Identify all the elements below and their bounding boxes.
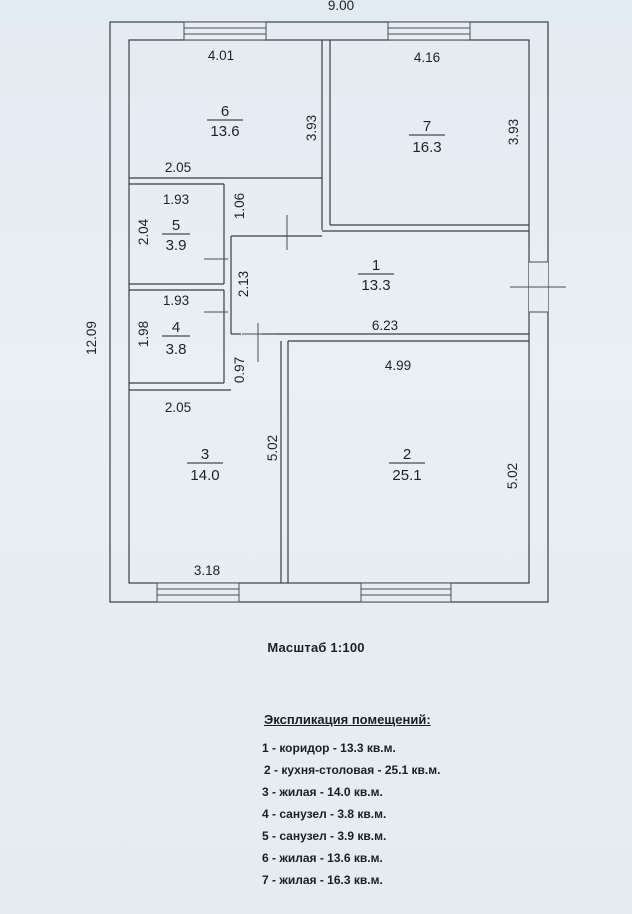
room-label-5: 5 3.9: [162, 217, 190, 254]
wall-r4-bottom: [129, 290, 231, 391]
room-area: 3.9: [166, 237, 187, 254]
legend-list: 1 - коридор - 13.3 кв.м. 2 - кухня-столо…: [262, 741, 440, 895]
dim-r2-width: 4.99: [385, 358, 411, 373]
dim-corridor-bottom-gap: 0.97: [232, 357, 247, 383]
dim-r6-bottom: 2.05: [165, 160, 191, 175]
dim-r7-width: 4.16: [414, 50, 440, 65]
dim-r2-height: 5.02: [505, 463, 520, 489]
dim-corridor-left-height: 2.13: [236, 271, 251, 297]
window-top-left: [183, 21, 267, 41]
legend-item: 3 - жилая - 14.0 кв.м.: [262, 785, 383, 799]
window-top-right: [387, 21, 471, 41]
wall-r3-r2: [231, 333, 289, 583]
dim-overall-width: 9.00: [328, 0, 354, 13]
room-number: 6: [221, 103, 229, 120]
dim-r4-height: 1.98: [136, 321, 151, 347]
wall-corridor-left: [223, 184, 322, 334]
dim-overall-height: 12.09: [84, 321, 99, 355]
room-area: 16.3: [412, 139, 441, 156]
dim-r7-height: 3.93: [506, 119, 521, 145]
dim-corridor-length: 6.23: [372, 318, 398, 333]
dim-r6-height: 3.93: [304, 115, 319, 141]
legend-item: 1 - коридор - 13.3 кв.м.: [262, 741, 396, 755]
room-label-7: 7 16.3: [409, 118, 445, 156]
window-bottom-right: [360, 582, 452, 603]
legend-title: Экспликация помещений:: [264, 712, 431, 727]
legend-item: 2 - кухня-столовая - 25.1 кв.м.: [264, 763, 441, 777]
dim-r3-width: 2.05: [165, 400, 191, 415]
room-label-2: 2 25.1: [389, 446, 425, 484]
scale-label: Масштаб 1:100: [267, 640, 365, 655]
room-area: 3.8: [166, 341, 187, 358]
legend-item: 5 - санузел - 3.9 кв.м.: [262, 829, 387, 843]
wall-corridor-bottom: [262, 333, 529, 342]
door-marks: [204, 215, 288, 362]
wall-r6-bottom: [129, 177, 322, 185]
dim-r5-height: 2.04: [136, 218, 151, 245]
room-area: 13.6: [210, 123, 239, 140]
dim-corridor-top-gap: 1.06: [232, 193, 247, 219]
dim-r5-width: 1.93: [163, 192, 189, 207]
room-number: 4: [172, 319, 180, 336]
room-number: 2: [403, 446, 411, 463]
outer-wall: [109, 21, 549, 603]
room-number: 3: [201, 446, 209, 463]
room-label-4: 4 3.8: [162, 319, 190, 358]
wall-r7-corridor: [322, 224, 529, 232]
wall-r6-r7: [321, 40, 331, 230]
inner-wall-outline: [128, 39, 530, 584]
dim-r3-bottom: 3.18: [194, 563, 220, 578]
dim-r6-width: 4.01: [208, 48, 234, 63]
room-label-6: 6 13.6: [207, 103, 243, 140]
room-number: 7: [423, 118, 431, 135]
entrance-door: [510, 261, 566, 313]
legend-item: 7 - жилая - 16.3 кв.м.: [262, 873, 383, 887]
room-number: 5: [172, 217, 180, 234]
legend-item: 6 - жилая - 13.6 кв.м.: [262, 851, 383, 865]
dim-r4-width: 1.93: [163, 293, 189, 308]
room-label-3: 3 14.0: [187, 446, 223, 484]
room-number: 1: [372, 257, 380, 274]
dim-r3-height: 5.02: [265, 435, 280, 461]
wall-r5-r4: [129, 283, 224, 291]
window-bottom-left: [156, 582, 240, 603]
room-label-1: 1 13.3: [358, 257, 394, 294]
legend-item: 4 - санузел - 3.8 кв.м.: [262, 807, 387, 821]
room-area: 13.3: [361, 277, 390, 294]
room-area: 14.0: [190, 467, 219, 484]
room-area: 25.1: [392, 467, 421, 484]
